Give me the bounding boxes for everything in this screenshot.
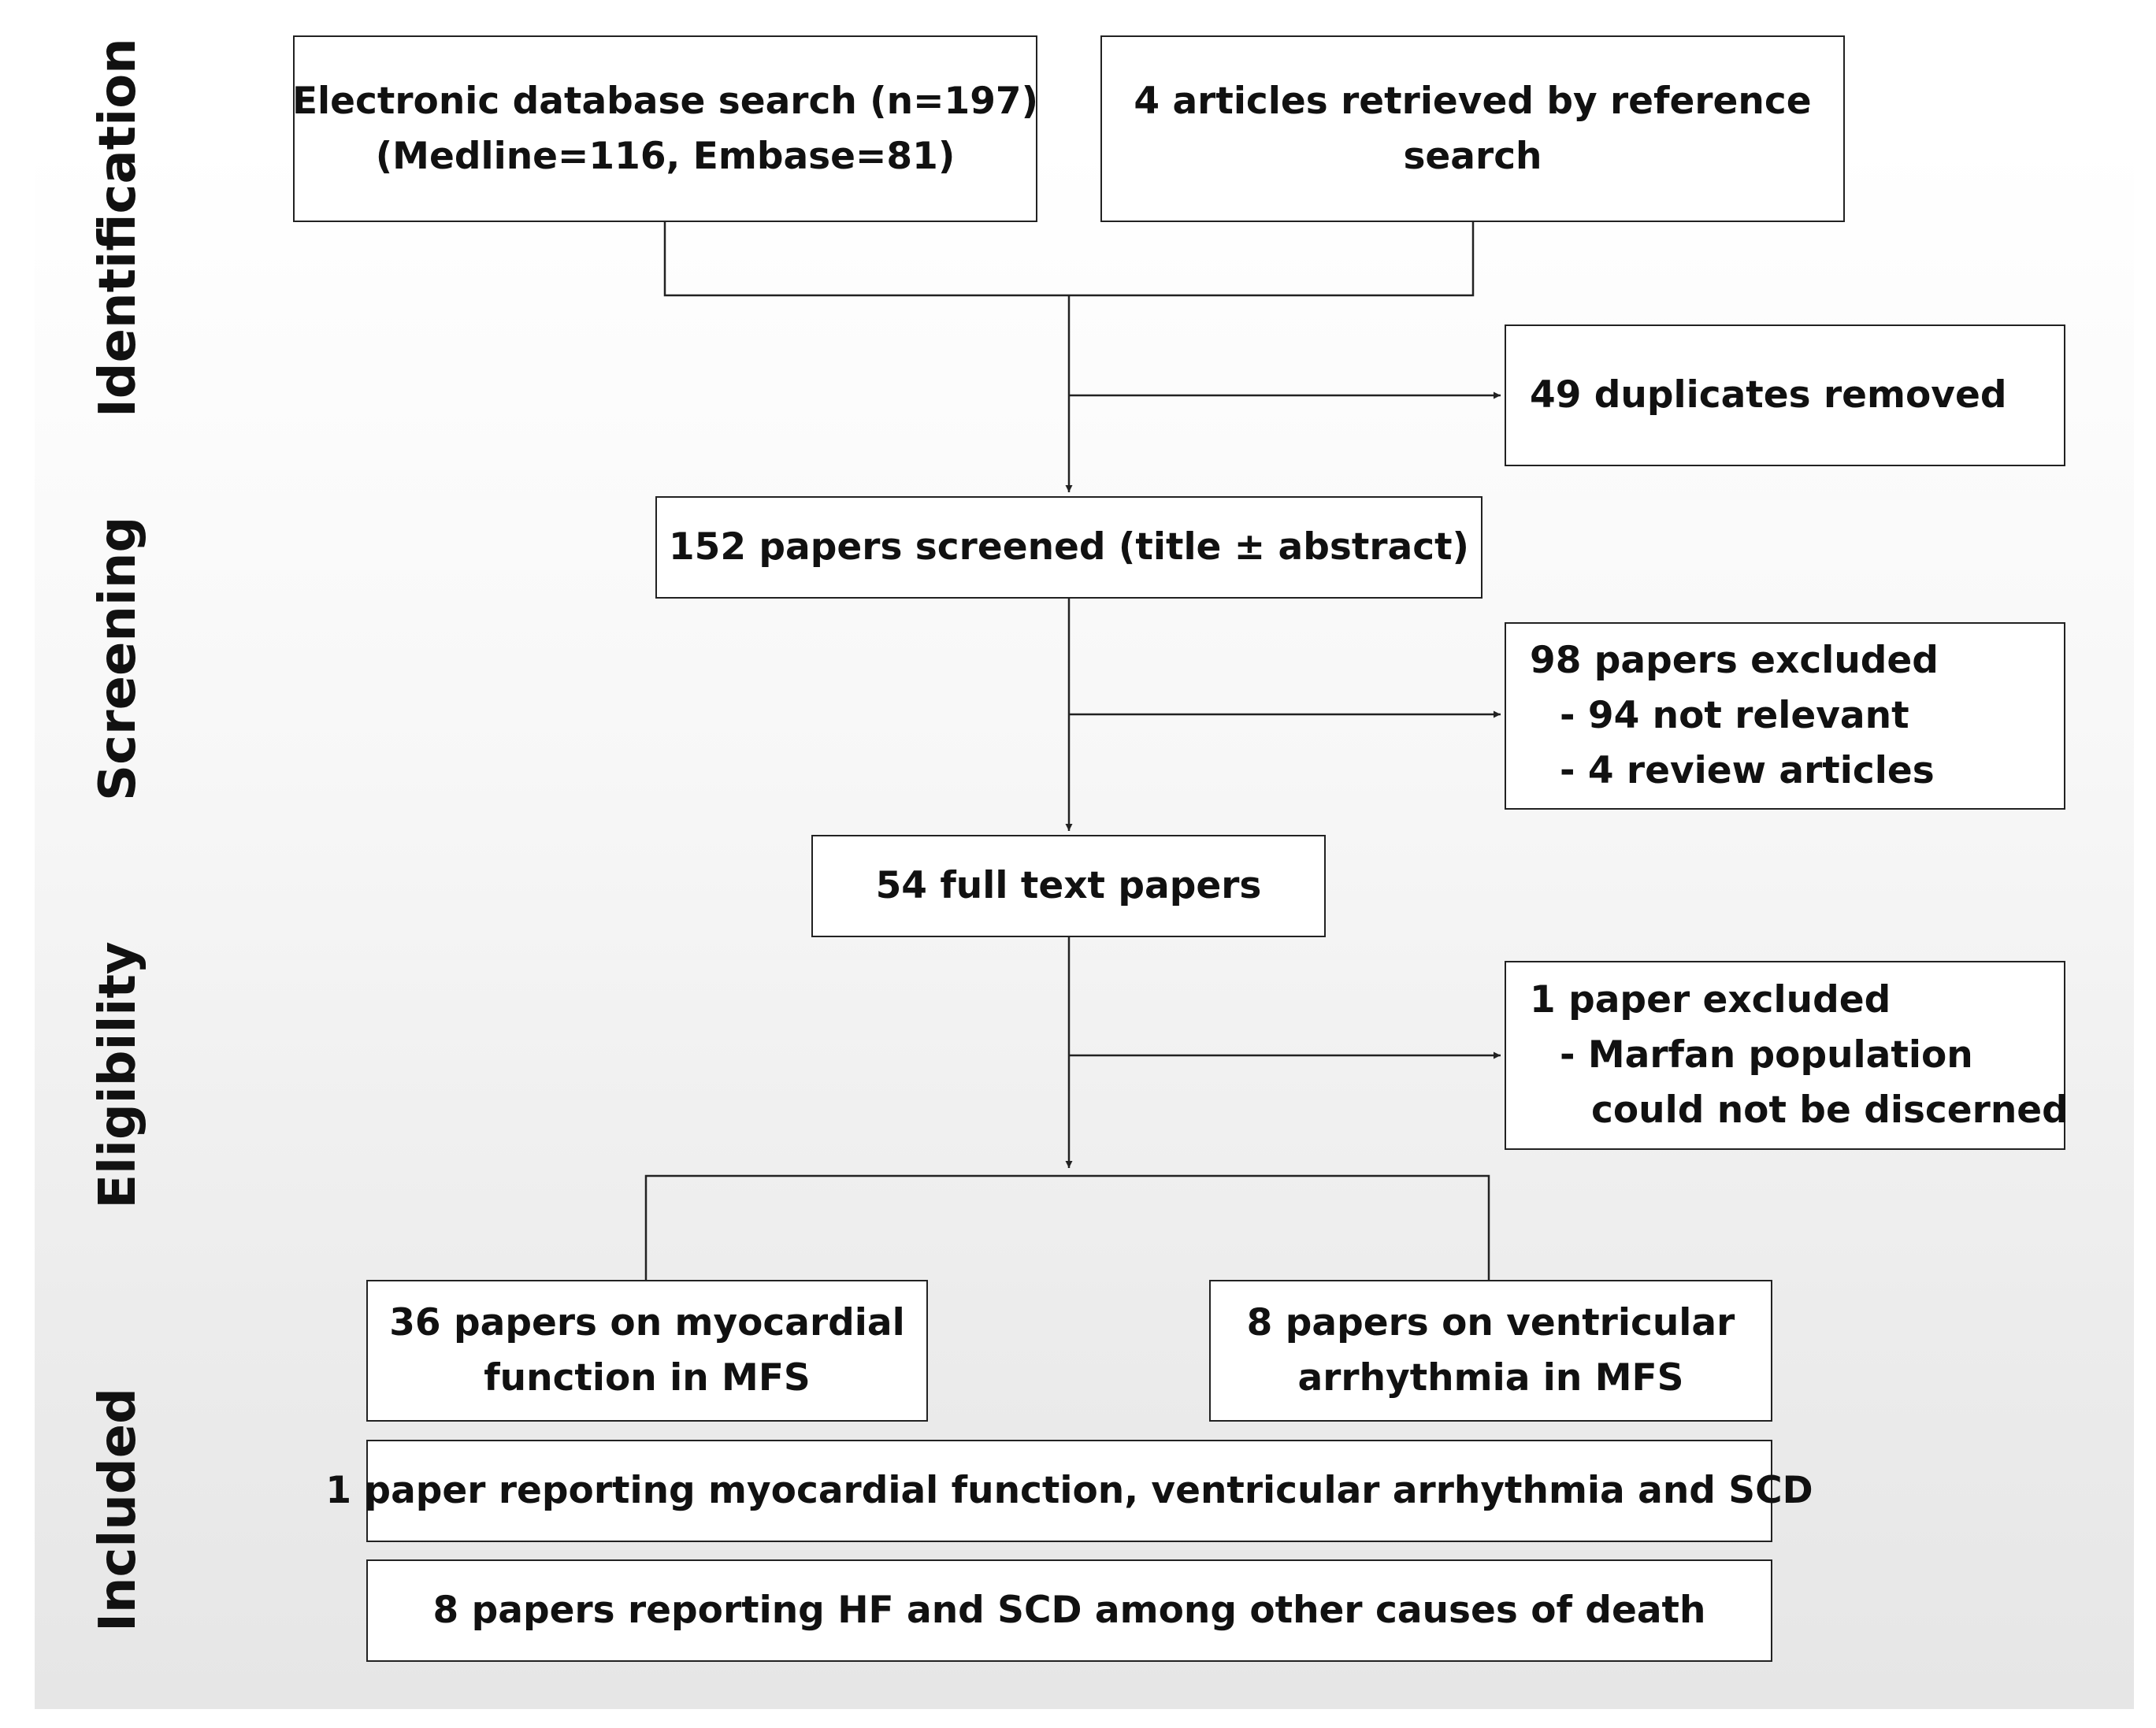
full-text-text: 54 full text papers <box>875 864 1262 907</box>
stage-label-identification: Identification <box>89 38 147 417</box>
combined-reporting-box: 1 paper reporting myocardial function, v… <box>325 1440 1813 1542</box>
duplicates-removed-box: 49 duplicates removed <box>1505 324 2065 466</box>
screening-exclusion-reason-2: - 4 review articles <box>1560 749 1935 792</box>
merge-connector <box>663 222 1475 297</box>
eligibility-exclusion-reason: - Marfan population <box>1560 1033 1973 1077</box>
eligibility-exclusion-box: 1 paper excluded - Marfan population cou… <box>1505 961 2069 1150</box>
hf-scd-box: 8 papers reporting HF and SCD among othe… <box>366 1559 1772 1662</box>
stage-label-included: Included <box>89 1388 147 1632</box>
split-connector <box>644 1174 1490 1280</box>
screened-text: 152 papers screened (title ± abstract) <box>668 525 1470 569</box>
stage-label-eligibility: Eligibility <box>89 941 147 1209</box>
stage-label-screening: Screening <box>89 516 147 801</box>
reference-search-box: 4 articles retrieved by reference search <box>1100 35 1845 222</box>
screened-box: 152 papers screened (title ± abstract) <box>655 496 1482 599</box>
database-search-box: Electronic database search (n=197) (Medl… <box>291 35 1039 222</box>
arrhythmia-line-1: 8 papers on ventricular <box>1246 1301 1735 1344</box>
reference-search-line-2: search <box>1403 134 1542 178</box>
database-search-line-2: (Medline=116, Embase=81) <box>375 134 956 178</box>
myocardial-line-2: function in MFS <box>484 1356 811 1400</box>
screening-exclusion-box: 98 papers excluded - 94 not relevant - 4… <box>1505 622 2065 810</box>
hf-scd-text: 8 papers reporting HF and SCD among othe… <box>432 1589 1706 1632</box>
full-text-box: 54 full text papers <box>811 835 1326 937</box>
myocardial-function-box: 36 papers on myocardial function in MFS <box>366 1280 928 1422</box>
eligibility-exclusion-title: 1 paper excluded <box>1530 978 1891 1022</box>
database-search-line-1: Electronic database search (n=197) <box>291 79 1039 123</box>
eligibility-exclusion-reason-cont: could not be discerned <box>1591 1088 2069 1132</box>
reference-search-line-1: 4 articles retrieved by reference <box>1134 79 1812 123</box>
screening-exclusion-title: 98 papers excluded <box>1530 639 1939 682</box>
duplicates-removed-text: 49 duplicates removed <box>1530 373 2007 417</box>
arrhythmia-line-2: arrhythmia in MFS <box>1297 1356 1684 1400</box>
ventricular-arrhythmia-box: 8 papers on ventricular arrhythmia in MF… <box>1209 1280 1772 1422</box>
combined-reporting-text: 1 paper reporting myocardial function, v… <box>325 1469 1813 1512</box>
myocardial-line-1: 36 papers on myocardial <box>389 1301 905 1344</box>
screening-exclusion-reason-1: - 94 not relevant <box>1560 694 1909 737</box>
